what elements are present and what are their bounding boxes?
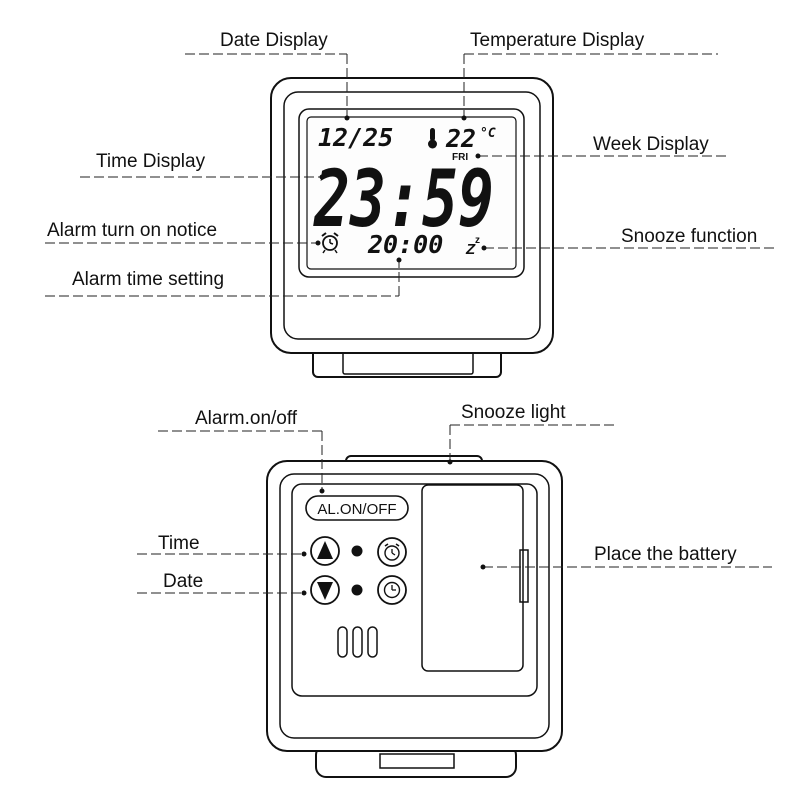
down-arrow-icon bbox=[317, 582, 333, 600]
label-alarm-notice: Alarm turn on notice bbox=[47, 220, 217, 241]
battery-latch bbox=[519, 549, 529, 603]
label-date: Date bbox=[163, 571, 203, 592]
lcd-screen bbox=[306, 116, 517, 270]
front-callouts: Date Display Temperature Display Week Di… bbox=[45, 30, 775, 297]
label-date-display: Date Display bbox=[220, 30, 328, 51]
label-alarm-time-setting: Alarm time setting bbox=[72, 269, 224, 290]
front-view: 12/25 22 °C FRI 23:59 20:00 z Z bbox=[270, 77, 554, 378]
clock-icon bbox=[383, 581, 401, 599]
indicator-dot-lower bbox=[351, 584, 363, 596]
front-bezel bbox=[283, 91, 541, 340]
alarm-set-button[interactable] bbox=[377, 537, 407, 567]
indicator-dot-upper bbox=[351, 545, 363, 557]
alarm-onoff-button[interactable]: AL.ON/OFF bbox=[305, 495, 409, 521]
back-panel bbox=[291, 483, 538, 697]
battery-compartment bbox=[421, 484, 524, 672]
label-time: Time bbox=[158, 533, 200, 554]
back-bezel bbox=[279, 473, 550, 739]
speaker-grille bbox=[337, 626, 378, 658]
label-place-battery: Place the battery bbox=[594, 544, 737, 565]
up-arrow-icon bbox=[317, 541, 333, 559]
lcd-snooze-small: z bbox=[475, 235, 480, 246]
clock-set-button[interactable] bbox=[377, 575, 407, 605]
lcd-alarm-time: 20:00 bbox=[367, 230, 443, 259]
lcd-frame bbox=[298, 108, 525, 278]
label-time-display: Time Display bbox=[96, 151, 206, 172]
up-button[interactable] bbox=[310, 536, 340, 566]
label-snooze-light: Snooze light bbox=[461, 402, 566, 423]
alarm-onoff-button-label: AL.ON/OFF bbox=[317, 501, 396, 518]
back-body bbox=[266, 460, 563, 752]
label-temperature-display: Temperature Display bbox=[470, 30, 645, 51]
lcd-date: 12/25 bbox=[318, 123, 393, 152]
thermometer-icon bbox=[428, 128, 437, 149]
lcd-time: 23:59 bbox=[312, 155, 494, 245]
down-button[interactable] bbox=[310, 575, 340, 605]
alarm-clock-icon bbox=[384, 543, 400, 561]
back-view: AL.ON/OFF bbox=[266, 455, 563, 778]
lcd-temp-unit: °C bbox=[480, 126, 496, 141]
lcd-temperature: 22 bbox=[445, 124, 476, 153]
back-callouts: Alarm.on/off Snooze light Time Date Plac… bbox=[137, 402, 772, 596]
label-week-display: Week Display bbox=[593, 134, 709, 155]
alarm-clock-icon bbox=[321, 232, 339, 254]
lcd-snooze-big: Z bbox=[465, 241, 476, 258]
lcd-weekday: FRI bbox=[452, 152, 468, 163]
label-snooze-function: Snooze function bbox=[621, 226, 757, 247]
label-alarm-onoff: Alarm.on/off bbox=[195, 408, 298, 429]
